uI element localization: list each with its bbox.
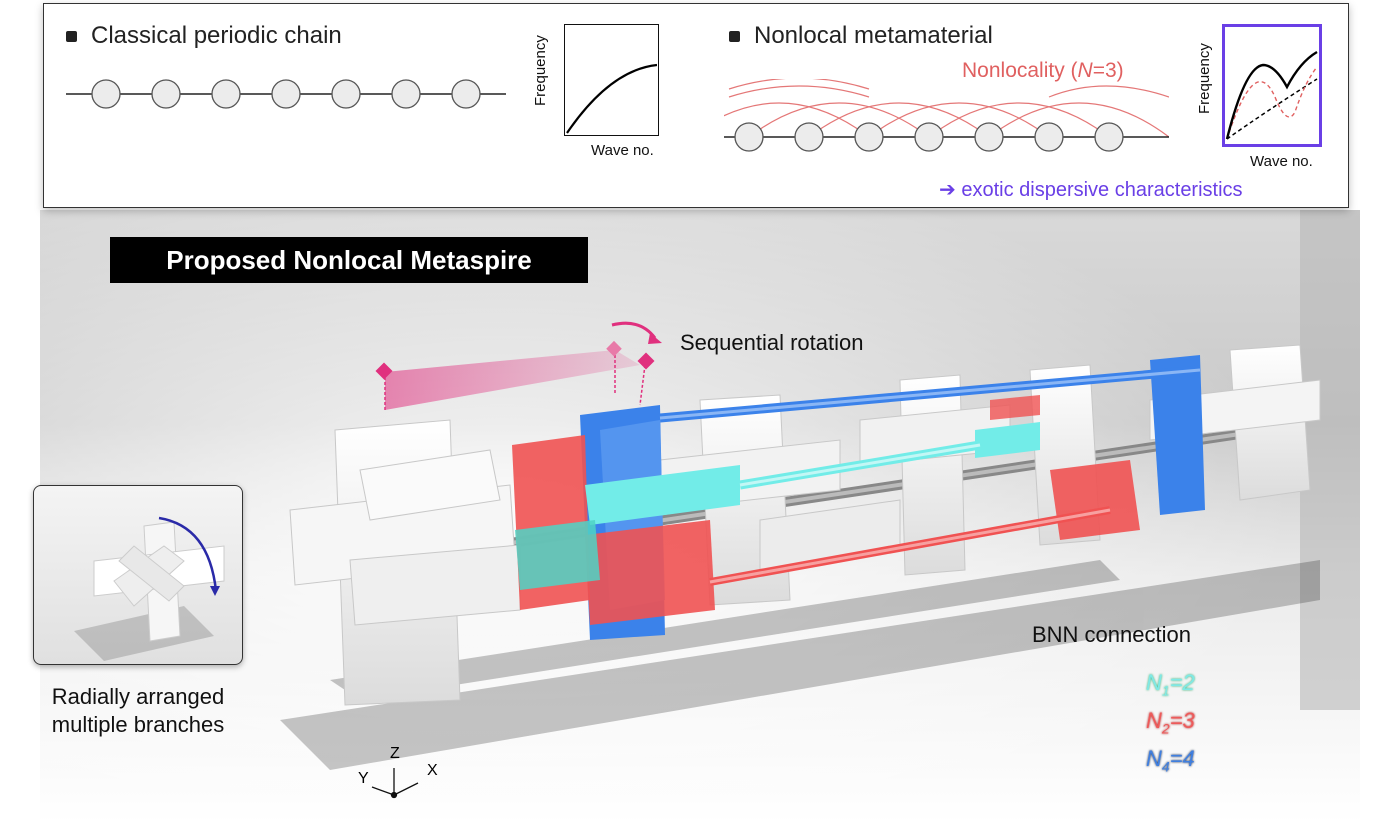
- mass-node: [1034, 122, 1064, 152]
- rotation-marker-1: [375, 362, 393, 380]
- mass-node: [331, 79, 361, 109]
- inset-caption-line1: Radially arranged: [51, 684, 225, 709]
- dashed-curve: [1226, 78, 1318, 140]
- legend-n2-n: N: [1146, 708, 1162, 733]
- mass-node: [91, 79, 121, 109]
- mass-node: [271, 79, 301, 109]
- bullet-icon: [729, 30, 740, 42]
- red-dashed-curve: [1226, 66, 1318, 140]
- axis-y-label: Y: [358, 770, 369, 787]
- mass-node: [151, 79, 181, 109]
- proposed-banner: Proposed Nonlocal Metaspire: [110, 237, 588, 283]
- radial-branch-illustration: [74, 516, 225, 661]
- inset-caption: Radially arranged multiple branches: [20, 683, 256, 739]
- classical-xlabel: Wave no.: [591, 142, 654, 159]
- rotation-marker-2: [606, 340, 622, 357]
- nonlocal-chain-diagram: [724, 79, 1169, 152]
- floor-shadows: [280, 560, 1320, 770]
- exotic-note: ➔ exotic dispersive characteristics: [939, 177, 1243, 202]
- mass-node: [974, 122, 1004, 152]
- mass-node: [211, 79, 241, 109]
- classical-chain-diagram: [66, 79, 506, 109]
- mass-node: [794, 122, 824, 152]
- mass-node: [914, 122, 944, 152]
- cyan-bnn-elements: [515, 422, 1040, 590]
- legend-n4-sub: 4: [1161, 758, 1170, 775]
- axis-x-label: X: [427, 762, 438, 779]
- nonlocality-text: Nonlocality (: [962, 59, 1078, 82]
- axis-z-label: Z: [390, 745, 400, 762]
- nonlocality-eq: =3): [1092, 59, 1124, 82]
- mass-node: [854, 122, 884, 152]
- dispersion-curve: [566, 63, 657, 134]
- nonlocal-dispersion-curve: [1225, 50, 1318, 140]
- comparison-panel: Classical periodic chain Frequency Wave …: [43, 3, 1349, 208]
- legend-n2-sub: 2: [1161, 720, 1170, 737]
- classical-ylabel: Frequency: [532, 35, 549, 106]
- legend-n1-sub: 1: [1161, 682, 1170, 699]
- nonlocality-label: Nonlocality (N=3): [962, 59, 1124, 83]
- bnn-legend-item-n1: N1=2: [1146, 670, 1195, 698]
- mass-node: [391, 79, 421, 109]
- mass-node: [1094, 122, 1124, 152]
- nonlocal-heading: Nonlocal metamaterial: [729, 22, 993, 50]
- rotation-arrow-icon: [611, 321, 657, 339]
- coordinate-axes-icon: [371, 768, 419, 799]
- bnn-legend-title: BNN connection: [1032, 622, 1191, 647]
- nonlocal-xlabel: Wave no.: [1250, 153, 1313, 170]
- bnn-legend-item-n4: N4=4: [1146, 746, 1195, 774]
- bnn-legend-item-n2: N2=3: [1146, 708, 1195, 736]
- rotation-marker-3: [637, 352, 655, 370]
- inset-caption-line2: multiple branches: [51, 712, 225, 737]
- legend-n1-eq: =2: [1169, 670, 1195, 695]
- exotic-note-text: exotic dispersive characteristics: [961, 179, 1243, 201]
- classical-dispersion-plot: [564, 24, 659, 136]
- mass-node: [451, 79, 481, 109]
- legend-n1-n: N: [1146, 670, 1162, 695]
- nonlocal-arcs: [724, 79, 1169, 138]
- rotation-indicators: [375, 321, 662, 410]
- branch-inset: [33, 485, 243, 665]
- legend-n4-n: N: [1146, 746, 1162, 771]
- classical-chain-heading: Classical periodic chain: [66, 22, 342, 50]
- classical-chain-title: Classical periodic chain: [91, 22, 342, 49]
- sequential-rotation-label: Sequential rotation: [680, 330, 864, 355]
- nonlocality-n: N: [1077, 59, 1093, 82]
- arrow-right-icon: ➔: [939, 179, 956, 201]
- mass-node: [734, 122, 764, 152]
- nonlocal-title: Nonlocal metamaterial: [754, 22, 993, 49]
- nonlocal-ylabel: Frequency: [1196, 43, 1213, 114]
- rotation-arrow-icon: [158, 516, 218, 592]
- legend-n2-eq: =3: [1169, 708, 1195, 733]
- bullet-icon: [66, 30, 77, 42]
- nonlocal-dispersion-plot: [1222, 24, 1322, 147]
- legend-n4-eq: =4: [1169, 746, 1195, 771]
